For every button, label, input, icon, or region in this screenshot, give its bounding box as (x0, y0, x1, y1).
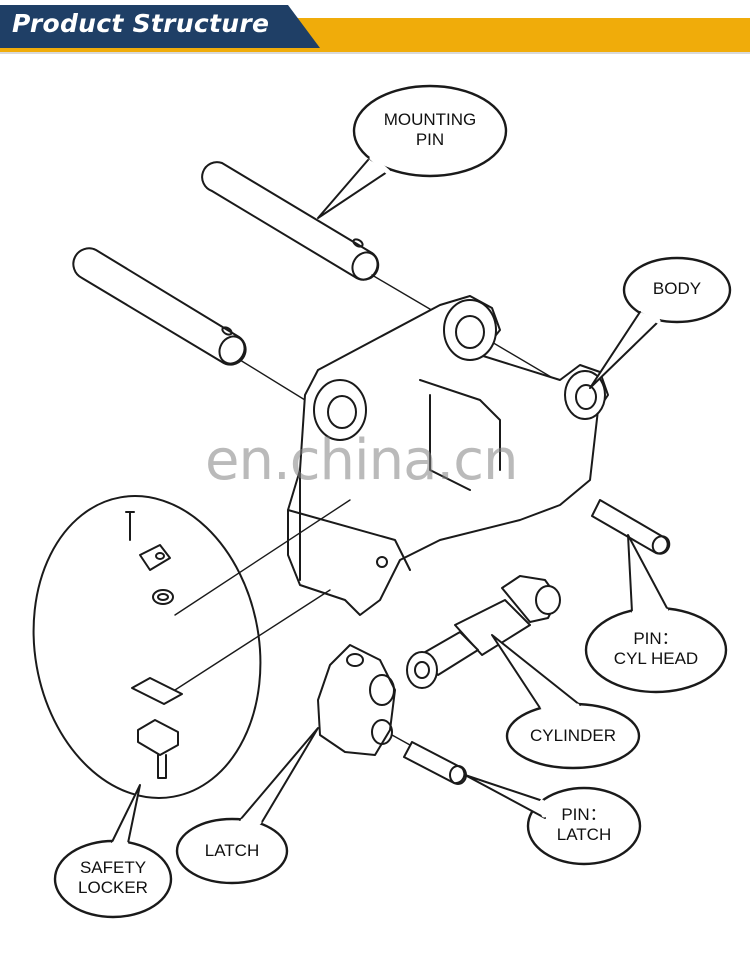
cylinder-part (406, 575, 561, 689)
callout-body (589, 256, 732, 389)
label-safety-locker: SAFETY LOCKER (78, 858, 148, 897)
callout-pin-cyl-head (584, 534, 728, 694)
watermark-text: en.china.cn (205, 428, 518, 493)
safety-locker-detail (32, 495, 351, 799)
label-pin-cyl-head: PIN： CYL HEAD (613, 629, 699, 668)
label-body: BODY (652, 279, 702, 298)
callout-mounting-pin (317, 84, 508, 219)
pin-latch (391, 734, 467, 785)
label-mounting-pin: MOUNTING PIN (383, 110, 477, 149)
exploded-diagram (32, 84, 732, 919)
header-banner: Product Structure (0, 0, 750, 60)
banner-dark-block (0, 5, 320, 48)
callout-cylinder (491, 634, 641, 770)
pin-cyl-head (591, 499, 671, 555)
callout-safety-locker (53, 784, 173, 919)
latch-part (317, 644, 396, 756)
callout-pin-latch (464, 774, 642, 866)
label-pin-latch: PIN： LATCH (556, 805, 612, 844)
page-title: Product Structure (12, 9, 270, 38)
mounting-pin-top (201, 161, 380, 281)
label-cylinder: CYLINDER (530, 726, 616, 745)
mounting-pin-bottom (72, 247, 247, 366)
banner-shape (0, 5, 750, 54)
label-latch: LATCH (204, 841, 260, 860)
callout-latch (175, 727, 319, 885)
coupler-body (287, 295, 609, 616)
